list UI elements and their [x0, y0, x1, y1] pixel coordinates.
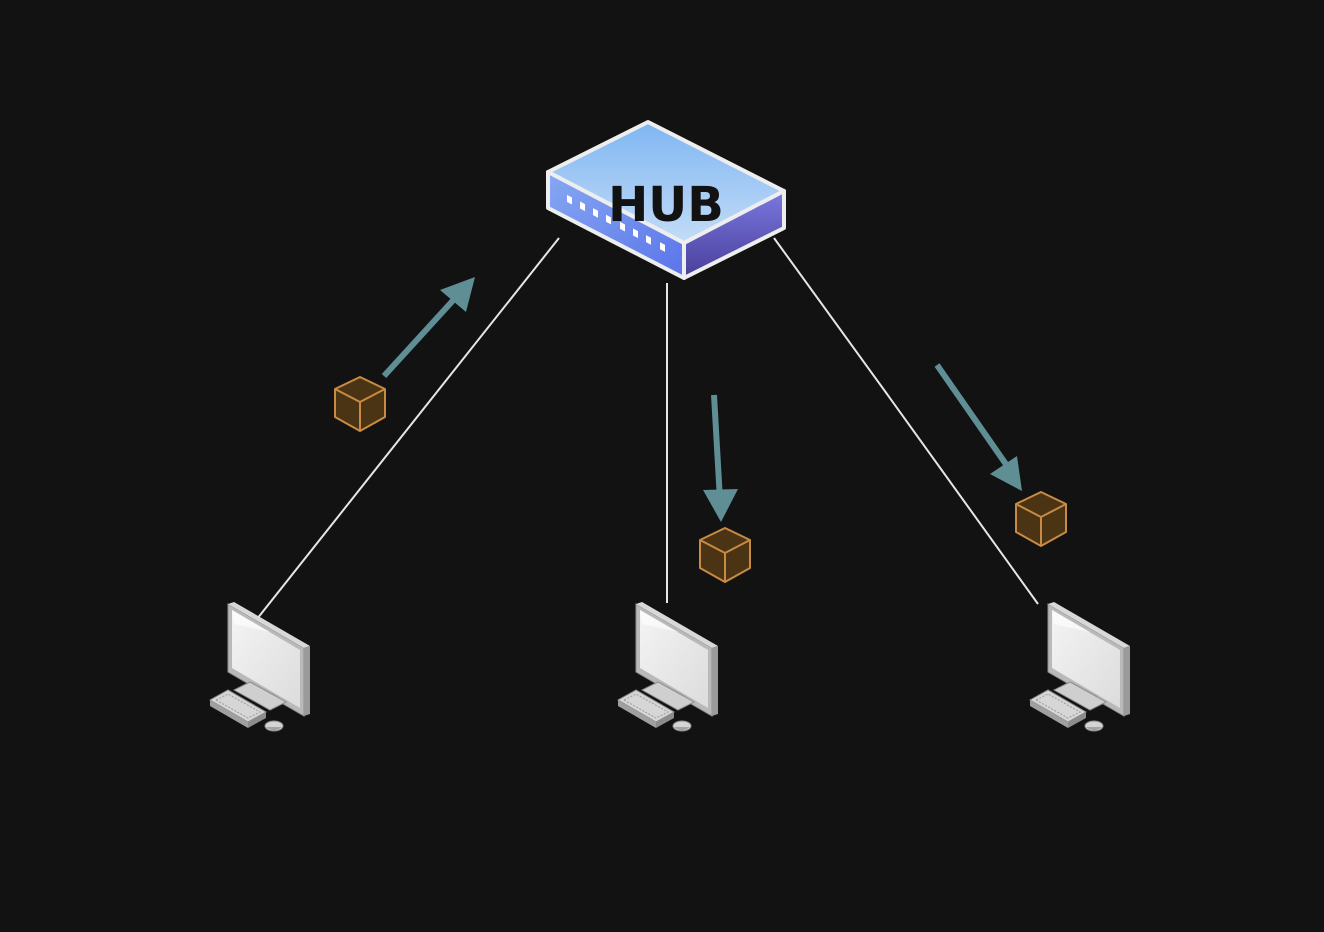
desktop-computer-icon — [209, 601, 311, 732]
computer-center — [617, 601, 719, 732]
link-hub-right — [773, 237, 1039, 605]
computer-left — [209, 601, 311, 732]
hub-device: HUB — [546, 120, 786, 280]
link-hub-left — [252, 237, 560, 625]
arrow-hub-to-right — [934, 363, 1022, 491]
packet-right-cube-icon — [1015, 491, 1067, 547]
hub-label: HUB — [608, 177, 724, 233]
arrow-left-to-hub — [381, 277, 475, 379]
packets — [334, 376, 1067, 583]
arrows — [381, 277, 1022, 522]
hub-side-face — [682, 189, 786, 280]
desktop-computer-icon — [1029, 601, 1131, 732]
packet-left-cube-icon — [334, 376, 386, 432]
desktop-computer-icon — [617, 601, 719, 732]
hub-ports — [567, 194, 665, 252]
arrow-hub-to-center — [703, 394, 738, 522]
computer-right — [1029, 601, 1131, 732]
links — [252, 237, 1039, 625]
packet-center-cube-icon — [699, 527, 751, 583]
